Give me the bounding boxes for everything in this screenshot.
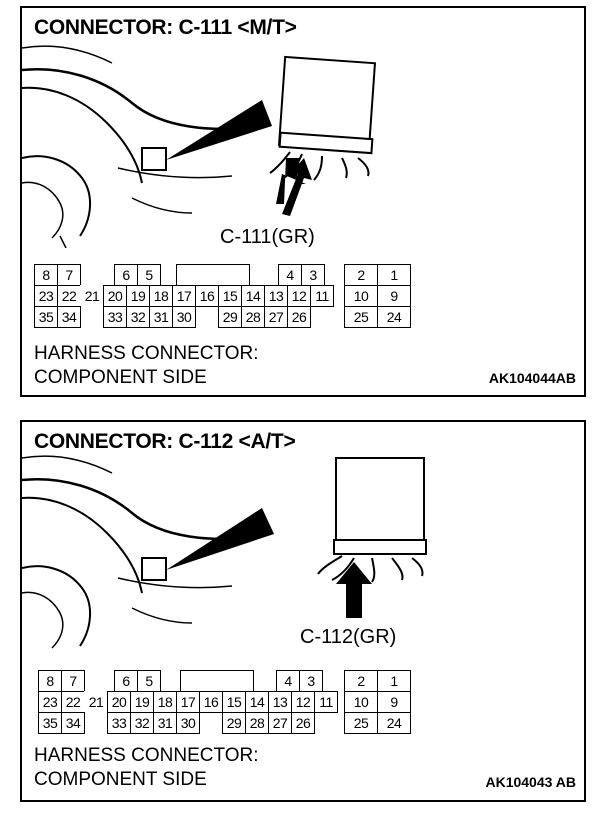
pin-7: 7 <box>57 264 81 286</box>
pin-9: 9 <box>377 285 411 307</box>
pin-29: 29 <box>222 712 246 734</box>
panel-title: CONNECTOR: C-111 <M/T> <box>34 16 297 39</box>
pin-7: 7 <box>61 670 85 692</box>
pin-18: 18 <box>153 691 177 713</box>
pin-33: 33 <box>107 712 131 734</box>
pin-4: 4 <box>276 670 300 692</box>
pin-21: 21 <box>84 691 108 713</box>
pin-21: 21 <box>80 285 104 307</box>
pin-2: 2 <box>344 264 378 286</box>
pin-29: 29 <box>218 306 242 328</box>
pin-10: 10 <box>344 285 378 307</box>
ecu-module <box>317 457 427 583</box>
pin-27: 27 <box>268 712 292 734</box>
pin-22: 22 <box>57 285 81 307</box>
pin-23: 23 <box>34 285 58 307</box>
pin-5: 5 <box>137 264 161 286</box>
pin-27: 27 <box>264 306 288 328</box>
blank-block <box>176 264 250 286</box>
harness-caption: HARNESS CONNECTOR: COMPONENT SIDE <box>34 342 259 390</box>
harness-line-2: COMPONENT SIDE <box>34 769 207 790</box>
pin-31: 31 <box>153 712 177 734</box>
pin-1: 1 <box>377 670 411 692</box>
pin-34: 34 <box>61 712 85 734</box>
pin-20: 20 <box>103 285 127 307</box>
pin-9: 9 <box>377 691 411 713</box>
dashboard-location-illustration <box>22 45 377 248</box>
connector-callout-label: C-111(GR) <box>220 226 315 248</box>
pin-5: 5 <box>137 670 161 692</box>
pin-14: 14 <box>245 691 269 713</box>
pin-26: 26 <box>291 712 315 734</box>
harness-caption: HARNESS CONNECTOR: COMPONENT SIDE <box>34 744 259 792</box>
pin-17: 17 <box>176 691 200 713</box>
panel-title: CONNECTOR: C-112 <A/T> <box>34 430 296 453</box>
pin-3: 3 <box>301 264 325 286</box>
pin-24: 24 <box>377 306 411 328</box>
connector-callout-label: C-112(GR) <box>300 626 397 648</box>
pin-28: 28 <box>245 712 269 734</box>
pin-1: 1 <box>377 264 411 286</box>
pin-6: 6 <box>114 264 138 286</box>
pin-15: 15 <box>222 691 246 713</box>
pin-31: 31 <box>149 306 173 328</box>
pin-34: 34 <box>57 306 81 328</box>
blank-block <box>180 670 254 692</box>
pin-14: 14 <box>241 285 265 307</box>
dashboard-location-illustration <box>22 455 427 649</box>
pin-20: 20 <box>107 691 131 713</box>
pin-25: 25 <box>344 306 378 328</box>
pin-8: 8 <box>34 264 58 286</box>
pin-13: 13 <box>264 285 288 307</box>
pin-10: 10 <box>344 691 378 713</box>
pin-35: 35 <box>34 306 58 328</box>
pin-25: 25 <box>344 712 378 734</box>
harness-line-1: HARNESS CONNECTOR: <box>34 343 259 364</box>
harness-line-2: COMPONENT SIDE <box>34 367 207 388</box>
pin-16: 16 <box>195 285 219 307</box>
pin-24: 24 <box>377 712 411 734</box>
ecu-module <box>269 55 377 181</box>
pin-12: 12 <box>287 285 311 307</box>
connector-panel-c112: CONNECTOR: C-112 <A/T> C-112(GR) 8 7 6 5… <box>20 420 586 802</box>
pin-19: 19 <box>126 285 150 307</box>
figure-code: AK104044AB <box>488 370 576 386</box>
figure-code: AK104043 AB <box>485 774 576 790</box>
pin-32: 32 <box>126 306 150 328</box>
pin-2: 2 <box>344 670 378 692</box>
pin-22: 22 <box>61 691 85 713</box>
pin-4: 4 <box>278 264 302 286</box>
pin-35: 35 <box>38 712 62 734</box>
pin-15: 15 <box>218 285 242 307</box>
pin-33: 33 <box>103 306 127 328</box>
pin-6: 6 <box>114 670 138 692</box>
pin-30: 30 <box>172 306 196 328</box>
pin-12: 12 <box>291 691 315 713</box>
pin-30: 30 <box>176 712 200 734</box>
pin-11: 11 <box>310 285 334 307</box>
pin-13: 13 <box>268 691 292 713</box>
pin-11: 11 <box>314 691 338 713</box>
pin-18: 18 <box>149 285 173 307</box>
connector-panel-c111: CONNECTOR: C-111 <M/T> C-111(GR) 8 7 6 5… <box>20 6 586 397</box>
pin-26: 26 <box>287 306 311 328</box>
pin-17: 17 <box>172 285 196 307</box>
pin-19: 19 <box>130 691 154 713</box>
pin-16: 16 <box>199 691 223 713</box>
harness-line-1: HARNESS CONNECTOR: <box>34 745 259 766</box>
pin-28: 28 <box>241 306 265 328</box>
pin-32: 32 <box>130 712 154 734</box>
pin-8: 8 <box>38 670 62 692</box>
pin-23: 23 <box>38 691 62 713</box>
pin-3: 3 <box>299 670 323 692</box>
